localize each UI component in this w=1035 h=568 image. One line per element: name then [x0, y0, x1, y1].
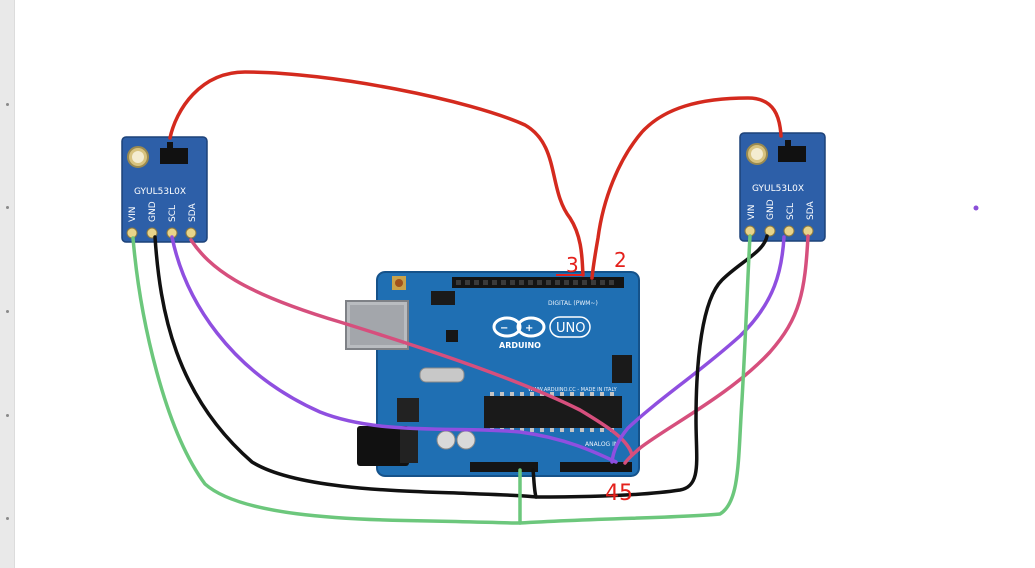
sensor-model-label: GYUL53L0X [752, 184, 804, 194]
crystal [419, 367, 465, 383]
usb-chip [446, 330, 458, 342]
strip-dot [6, 103, 9, 106]
pin-pad [126, 227, 138, 239]
stray-dot [973, 205, 979, 211]
voltage-regulator [397, 398, 419, 422]
right-vl53l0x-sensor: GYUL53L0X VIN GND SCL SDA [739, 132, 826, 242]
icsp-header-right [612, 355, 632, 383]
wire-purple-left-scl [170, 235, 618, 464]
pin-label-sda: SDA [806, 201, 816, 220]
sensor-chip [160, 148, 188, 164]
reset-button-cap [395, 279, 403, 287]
wire-black-right-gnd [531, 234, 769, 499]
pin-label-gnd: GND [766, 199, 776, 220]
dc-jack-body [400, 429, 418, 463]
arduino-logo-text: ARDUINO [499, 341, 541, 350]
wire-black-left-gnd [153, 235, 538, 499]
power-header [470, 462, 538, 472]
pin-label-scl: SCL [168, 205, 178, 222]
sensor-component [785, 140, 791, 146]
uno-badge [549, 316, 591, 338]
left-scroll-strip [0, 0, 15, 568]
arduino-logo: − + [492, 316, 546, 338]
pin-label-vin: VIN [747, 204, 757, 220]
dc-power-jack [357, 426, 409, 466]
mount-hole-inner [132, 151, 144, 163]
pin-label-gnd: GND [148, 201, 158, 222]
atmega-pins [490, 392, 614, 432]
made-in-label: WWW.ARDUINO.CC - MADE IN ITALY [528, 387, 618, 393]
pin-pad [783, 225, 795, 237]
strip-dot [6, 414, 9, 417]
handwritten-annotations: 3 2 45 [556, 248, 633, 506]
wire-green-right-vin [518, 234, 752, 525]
capacitor [456, 430, 476, 450]
svg-text:−: − [500, 323, 508, 334]
annotation-pin2: 2 [614, 248, 627, 272]
pin-pad [185, 227, 197, 239]
strip-dot [6, 310, 9, 313]
svg-text:+: + [525, 323, 533, 334]
pin-pad [764, 225, 776, 237]
pin-label-scl: SCL [786, 203, 796, 220]
analog-header [560, 462, 632, 472]
mount-hole-inner [751, 148, 763, 160]
left-vl53l0x-sensor: GYUL53L0X VIN GND SCL SDA [121, 136, 208, 243]
wire-pink-left-sda [189, 238, 634, 457]
strip-dot [6, 517, 9, 520]
sensor-model-label: GYUL53L0X [134, 187, 186, 197]
annotation-pins-4-5: 45 [605, 481, 633, 506]
digital-header-pins [456, 280, 614, 285]
wire-purple-right-scl [610, 235, 786, 464]
analog-label: ANALOG IN [585, 441, 618, 448]
wire-red-right-to-pin2 [590, 96, 783, 280]
wires [131, 70, 810, 525]
pin-label-vin: VIN [128, 206, 138, 222]
sensor-chip [778, 146, 806, 162]
capacitor [436, 430, 456, 450]
wire-pink-right-sda [623, 234, 810, 465]
digital-label: DIGITAL (PWM~) [548, 300, 598, 307]
strip-dot [6, 206, 9, 209]
sensor-component [167, 142, 173, 148]
annotation-pin3: 3 [566, 253, 579, 277]
wire-green-left-vin [131, 236, 522, 525]
icsp-header [431, 291, 455, 305]
wire-red-left-to-pin3 [168, 70, 585, 277]
pin-label-sda: SDA [188, 203, 198, 222]
uno-text: UNO [556, 321, 585, 336]
